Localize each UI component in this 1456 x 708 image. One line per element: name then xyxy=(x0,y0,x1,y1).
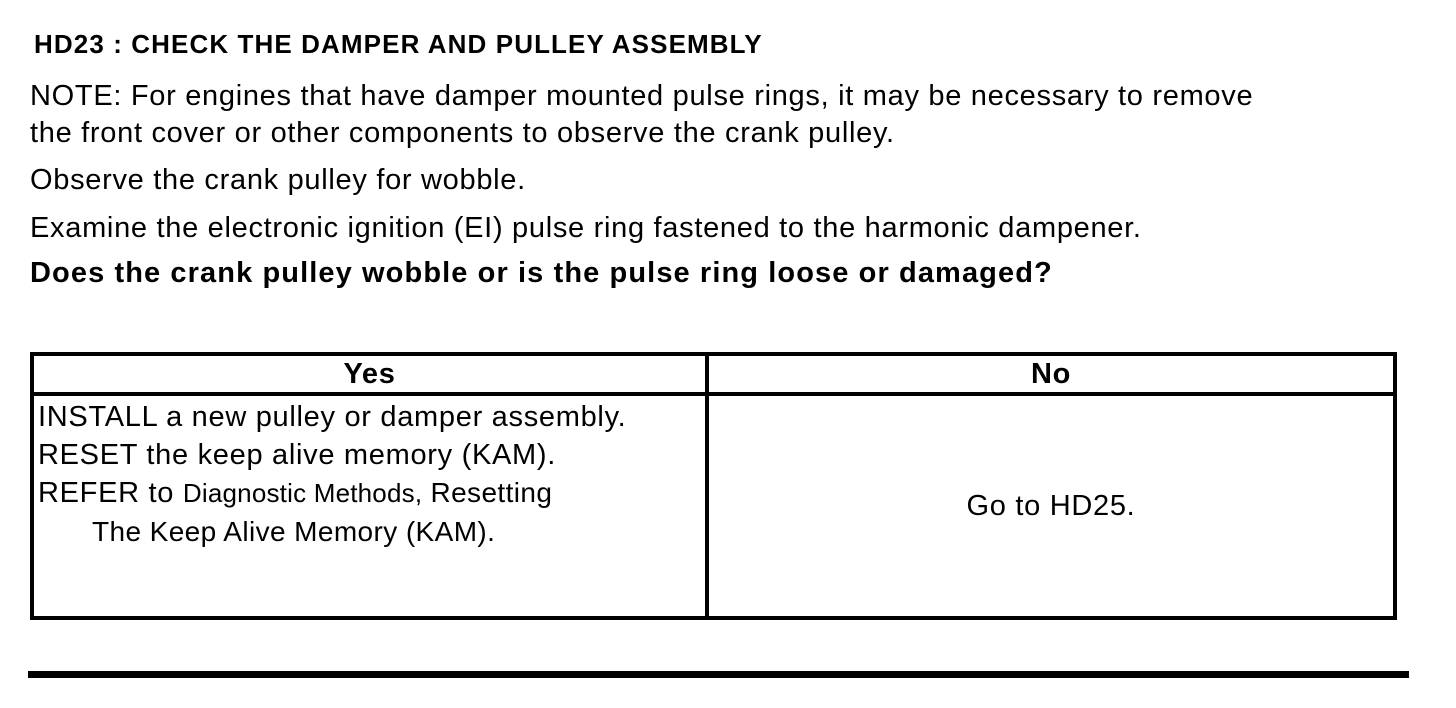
note-line-2: the front cover or other components to o… xyxy=(30,117,895,149)
yes-action-line-4: The Keep Alive Memory (KAM). xyxy=(92,515,496,547)
refer-prefix: REFER to xyxy=(38,477,183,509)
note-paragraph: NOTE: For engines that have damper mount… xyxy=(30,78,1420,152)
page-bottom-rule xyxy=(28,671,1409,678)
table-header-no: No xyxy=(1030,358,1072,390)
yes-action-cell: INSTALL a new pulley or damper assembly.… xyxy=(34,396,705,616)
table-header-yes: Yes xyxy=(343,358,396,390)
instruction-observe: Observe the crank pulley for wobble. xyxy=(30,164,526,196)
decision-table: Yes No INSTALL a new pulley or damper as… xyxy=(30,352,1397,620)
instruction-examine: Examine the electronic ignition (EI) pul… xyxy=(30,212,1142,244)
reference-title-part-1: Diagnostic Methods, xyxy=(182,478,423,508)
yes-action-line-2: RESET the keep alive memory (KAM). xyxy=(38,438,557,471)
header-rule xyxy=(34,392,1393,396)
reference-title-part-2: Resetting xyxy=(422,477,553,508)
procedure-title: HD23 : CHECK THE DAMPER AND PULLEY ASSEM… xyxy=(34,29,763,59)
yes-action-line-1: INSTALL a new pulley or damper assembly. xyxy=(38,401,627,433)
note-line-1: NOTE: For engines that have damper mount… xyxy=(30,80,1254,112)
column-divider xyxy=(705,356,709,616)
no-action-text: Go to HD25. xyxy=(966,489,1136,522)
no-action-cell: Go to HD25. xyxy=(709,396,1393,616)
yes-action-line-3: REFER to Diagnostic Methods, Resetting xyxy=(38,474,703,513)
decision-question: Does the crank pulley wobble or is the p… xyxy=(30,257,1053,289)
